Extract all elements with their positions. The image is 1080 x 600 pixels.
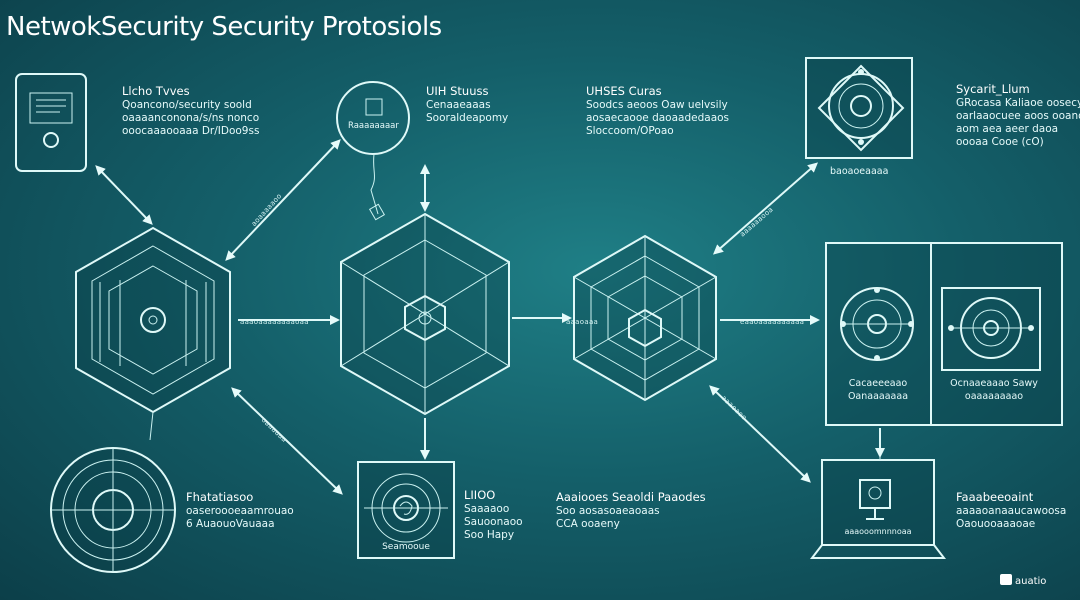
arrow-label: eaaoaaaaaaaaaa (740, 318, 805, 326)
logo-text: auatio (1015, 576, 1047, 587)
fingerprint-screen (357, 461, 455, 559)
split-right-caption-2: oaaaaaaaao (964, 391, 1024, 402)
block-line: ooocaaaooaaa Dr/IDoo9ss (122, 125, 260, 137)
panel-caption: baoaoeaaaa (830, 166, 889, 177)
block-line: Soodcs aeoos Oaw uelvsily (586, 99, 728, 111)
split-left-caption-2: Oanaaaaaaa (847, 391, 909, 402)
block-heading: Aaaiooes Seaoldi Paaodes (556, 490, 706, 504)
laptop-icon (809, 454, 947, 559)
block-heading: Fhatatiasoo (186, 490, 254, 504)
block-line: GRocasa Kaliaoe oosecy (956, 97, 1080, 109)
block-line: Cenaaeaaas (426, 99, 491, 111)
arrow-label: aaaoaaa (566, 318, 599, 326)
block-line: 6 AuaouoVauaaa (186, 518, 275, 530)
bubble-node (336, 81, 410, 221)
block-heading: UHSES Curas (586, 84, 662, 98)
bubble-label: Raaaaaaaar (348, 121, 399, 131)
block-line: aom aea aeer daoa (956, 123, 1059, 135)
logo-icon (1000, 574, 1012, 585)
block-line: Oaouooaaaoae (956, 518, 1036, 530)
block-line: oaseroooeaamrouao (186, 505, 294, 517)
text-block-top-left: Llcho Tvves Qoancono/security soold oaaa… (122, 84, 259, 138)
split-right-caption-1: Ocnaaeaaao Sawy (950, 378, 1038, 389)
block-line: Soo Hapy (464, 529, 515, 541)
block-heading: Sycarit_Llum (956, 82, 1030, 96)
block-line: aaaaoanaaucawoosa (956, 505, 1067, 517)
split-monitor-panel (825, 242, 1063, 426)
text-block-top-right: UHSES Curas Soodcs aeoos Oaw uelvsily ao… (586, 84, 729, 138)
security-target-panel (805, 57, 913, 159)
brand-logo: auatio (1000, 574, 1046, 587)
block-line: oarlaaocuee aoos ooanodo (956, 110, 1080, 122)
arrow-label: aaaoaaaaaaaaoaa (240, 318, 309, 326)
text-block-bottom-center-right: Aaaiooes Seaoldi Paaodes Soo aosasoaeaoa… (556, 490, 706, 531)
hexagon-node-center (340, 212, 510, 416)
hexagon-node-left (75, 226, 231, 441)
laptop-caption: aaaooomnnnoaa (844, 527, 912, 536)
block-line: Sooraldeapomy (426, 112, 509, 124)
block-line: Sloccoom/OPoao (586, 125, 674, 137)
encryption-ring-icon (50, 447, 176, 573)
page-title: NetwokSecurity Security Protosiols (6, 12, 442, 42)
block-line: aosaecaooe daoaadedaaos (586, 112, 730, 124)
text-block-bottom-left: Fhatatiasoo oaseroooeaamrouao 6 AuaouoVa… (186, 490, 294, 531)
block-heading: LIIOO (464, 488, 496, 502)
block-line: oooaa Cooe (cO) (956, 136, 1044, 148)
hexagon-node-right (573, 234, 717, 402)
block-heading: Faaabeeoaint (956, 490, 1034, 504)
block-line: Qoancono/security soold (122, 99, 252, 111)
connection-arrows (95, 139, 885, 495)
split-left-caption-1: Cacaeeeaao (848, 378, 908, 389)
text-block-far-right: Sycarit_Llum GRocasa Kaliaoe oosecy oarl… (956, 82, 1080, 149)
text-block-bottom-right: Faaabeeoaint aaaaoanaaucawoosa Oaouooaaa… (956, 490, 1066, 531)
block-line: Sauoonaoo (464, 516, 523, 528)
tablet-icon (15, 73, 87, 172)
text-block-bottom-center: LIIOO Saaaaoo Sauoonaoo Soo Hapy (464, 488, 523, 542)
text-block-top-center: UIH Stuuss Cenaaeaaas Sooraldeapomy (426, 84, 508, 125)
screen-caption: Seamooue (382, 542, 430, 552)
block-line: Soo aosasoaeaoaas (556, 505, 660, 517)
block-heading: UIH Stuuss (426, 84, 489, 98)
block-line: CCA ooaeny (556, 518, 620, 530)
block-heading: Llcho Tvves (122, 84, 190, 98)
block-line: Saaaaoo (464, 503, 510, 515)
block-line: oaaaanconona/s/ns nonco (122, 112, 260, 124)
